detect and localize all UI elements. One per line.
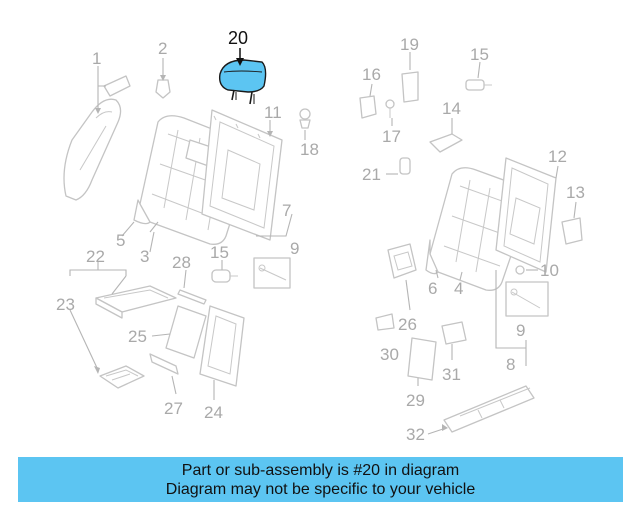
callout-1: 1 — [92, 49, 101, 68]
part-28-strip — [177, 289, 207, 305]
part-20-headrest-highlighted[interactable] — [218, 59, 267, 105]
part-9-bolt-kit-left — [253, 257, 291, 289]
callout-17: 17 — [382, 127, 401, 146]
callout-10: 10 — [540, 261, 559, 280]
callout-11: 11 — [264, 103, 282, 122]
callout-21: 21 — [362, 165, 381, 184]
callout-30: 30 — [380, 345, 399, 364]
part-19-cover — [401, 71, 419, 103]
callout-6: 6 — [428, 279, 437, 298]
part-32-bar — [443, 385, 535, 433]
callout-20: 20 — [228, 28, 248, 48]
callout-2: 2 — [158, 39, 167, 58]
callout-23: 23 — [56, 295, 75, 314]
part-13-bracket — [561, 217, 583, 245]
part-30-clip — [375, 313, 395, 331]
callout-29: 29 — [406, 391, 425, 410]
part-21-bushing — [399, 157, 411, 175]
part-15-bolt-left — [211, 269, 238, 283]
callout-5: 5 — [116, 231, 125, 250]
part-25-panel — [165, 305, 207, 359]
callout-15-left: 15 — [210, 243, 229, 262]
part-9-bolt-kit-right — [505, 281, 549, 317]
part-29-bracket — [407, 337, 437, 381]
callout-31: 31 — [442, 365, 461, 384]
callout-18: 18 — [300, 140, 319, 159]
part-27-trim — [149, 353, 179, 375]
part-12-seat-back-frame-right — [495, 157, 557, 273]
part-22-seat-cushion — [95, 285, 177, 319]
part-2-clip — [155, 79, 171, 99]
part-11-seat-back-frame — [201, 109, 283, 241]
part-23-bracket — [99, 365, 145, 389]
part-6-seat-back-side-right — [425, 239, 439, 275]
part-26-lever — [387, 243, 417, 279]
callout-7: 7 — [282, 201, 291, 220]
callout-32: 32 — [406, 425, 425, 444]
callout-13: 13 — [566, 183, 585, 202]
callout-3: 3 — [140, 247, 149, 266]
callout-12: 12 — [548, 147, 567, 166]
callout-19: 19 — [400, 35, 419, 54]
part-18-cap — [299, 108, 311, 129]
callout-8: 8 — [506, 355, 515, 374]
callout-25: 25 — [128, 327, 147, 346]
part-10-nut — [515, 265, 525, 275]
callout-22: 22 — [86, 247, 105, 266]
callout-14: 14 — [442, 99, 461, 118]
callout-26: 26 — [398, 315, 417, 334]
part-14-handle — [429, 133, 463, 153]
caption-line-1: Part or sub-assembly is #20 in diagram — [181, 462, 460, 479]
caption-banner: Part or sub-assembly is #20 in diagram D… — [18, 457, 623, 502]
part-1-side-panel — [63, 75, 131, 201]
parts-diagram: 1 2 11 3 5 7 20 1 — [56, 28, 585, 444]
callout-24: 24 — [204, 403, 223, 422]
callout-4: 4 — [454, 279, 463, 298]
part-17-screw — [385, 99, 395, 118]
part-16-bracket — [359, 95, 377, 119]
callout-9-right: 9 — [516, 321, 525, 340]
callout-16: 16 — [362, 65, 381, 84]
callout-15-right: 15 — [470, 45, 489, 64]
part-24-back-frame — [199, 305, 245, 387]
callout-28: 28 — [172, 253, 191, 272]
callout-27: 27 — [164, 399, 183, 418]
part-5-seat-back-side — [133, 199, 151, 225]
part-31-cover — [441, 321, 467, 345]
caption-line-2: Diagram may not be specific to your vehi… — [165, 481, 476, 498]
part-15-bolt-right — [465, 79, 492, 91]
callout-9-left: 9 — [290, 239, 299, 258]
